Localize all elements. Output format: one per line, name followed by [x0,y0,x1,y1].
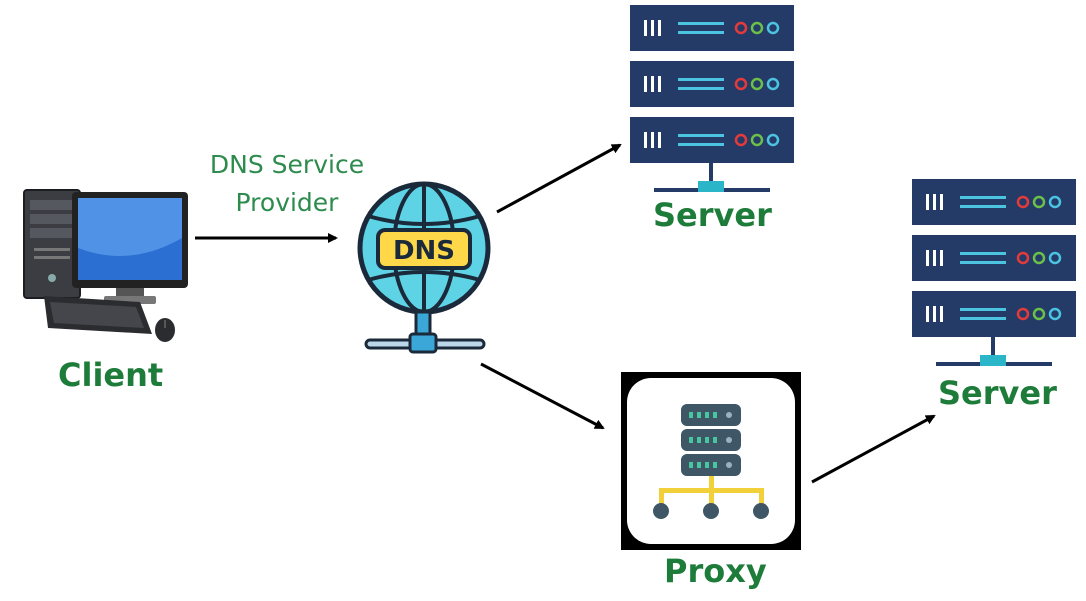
dns-globe-icon: DNS [357,181,491,354]
arrow-dns-to-proxy [480,362,605,430]
dns-caption-line-2: Provider [235,188,339,217]
server-rack-icon [630,5,794,192]
server-right-label: Server [938,374,1057,412]
server-top-label: Server [653,196,772,234]
server-right-node [908,179,1078,371]
dns-caption-line-1: DNS Service [209,150,365,179]
server-rack-icon [912,179,1076,366]
desktop-computer-icon [23,189,188,342]
server-top-node [626,5,796,197]
client-node [20,178,192,350]
proxy-node [621,372,801,550]
proxy-label: Proxy [664,552,767,590]
proxy-server-icon [621,372,801,550]
dns-globe-text: DNS [393,236,455,266]
dns-node: DNS [352,180,492,355]
client-label: Client [58,356,164,394]
dns-caption: DNS Service Provider [195,146,379,222]
arrow-proxy-to-server [811,414,936,484]
arrow-dns-to-server [496,143,622,214]
